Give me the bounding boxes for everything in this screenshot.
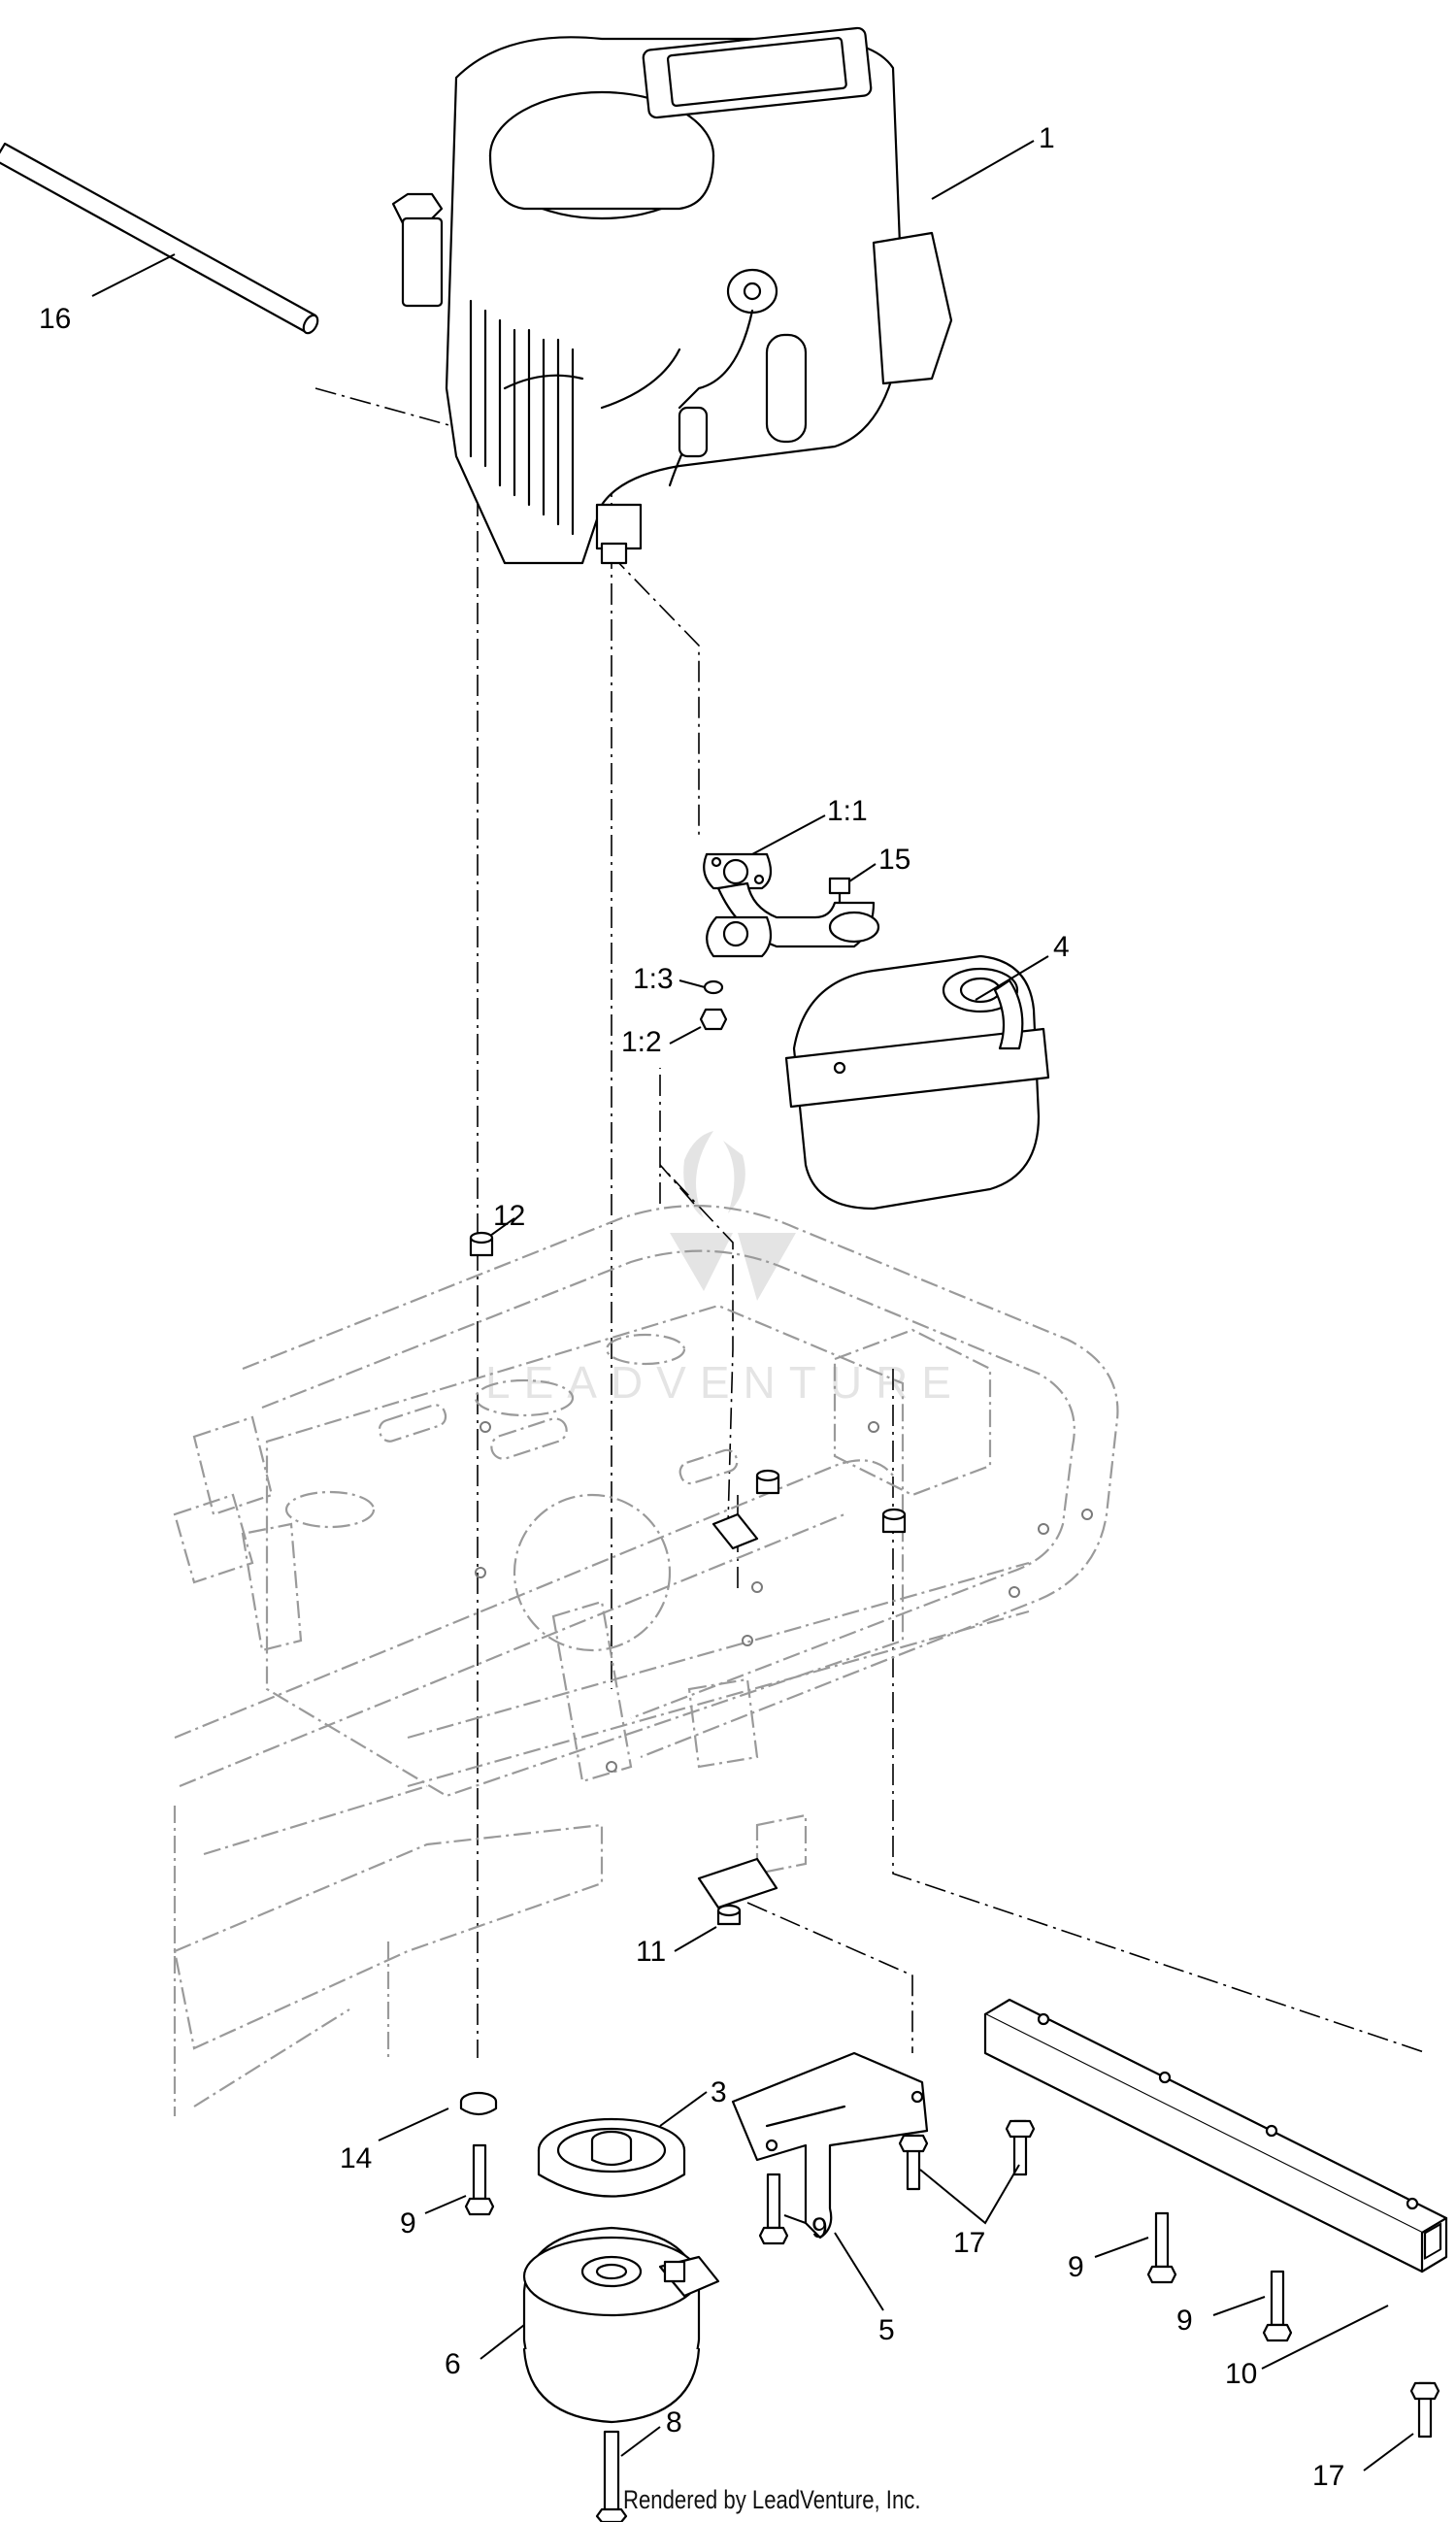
- engine-nut: [755, 1469, 907, 1534]
- muffler-bracket: [711, 1512, 759, 1550]
- callout-4: 4: [1053, 931, 1070, 963]
- bolt-17-crossbar: [1409, 2381, 1440, 2439]
- bolt-9-left: [464, 2143, 495, 2216]
- callout-14: 14: [340, 2142, 372, 2174]
- exhaust-gasket: [703, 852, 773, 890]
- pto-clutch: [522, 2226, 720, 2424]
- bolt-9-bracket: [758, 2173, 789, 2245]
- cross-tube: [983, 1998, 1448, 2273]
- callout-8: 8: [666, 2406, 682, 2439]
- callout-9-bracket: 9: [811, 2212, 828, 2244]
- callout-1-2: 1:2: [621, 1026, 662, 1058]
- callout-11: 11: [636, 1936, 666, 1968]
- callout-17-bracket: 17: [953, 2227, 985, 2259]
- chassis-frame: [173, 1205, 1119, 2116]
- callout-5: 5: [878, 2314, 895, 2346]
- spacer-14: [459, 2091, 498, 2116]
- callout-10: 10: [1225, 2358, 1257, 2390]
- exhaust-nut: [699, 1008, 728, 1031]
- callout-15: 15: [878, 844, 910, 876]
- bolt-17-bracket-b: [1005, 2119, 1036, 2176]
- callout-1: 1: [1039, 122, 1055, 154]
- callout-9-crossbar-a: 9: [1068, 2251, 1084, 2283]
- clutch-bracket: [731, 2051, 929, 2240]
- callout-9-left: 9: [400, 2207, 416, 2240]
- callout-1-1: 1:1: [827, 795, 868, 827]
- bolt-9-crossbar-b: [1262, 2270, 1293, 2342]
- watermark-text: LEADVENTURE: [485, 1357, 965, 1408]
- lock-washer: [703, 979, 724, 995]
- callout-9-crossbar-b: 9: [1176, 2305, 1193, 2337]
- muffler: [706, 881, 1050, 1211]
- callout-3: 3: [711, 2076, 727, 2108]
- breather-tube: [0, 142, 319, 335]
- callout-17-crossbar: 17: [1312, 2460, 1344, 2492]
- engine: [391, 26, 953, 565]
- bolt-17-bracket: [898, 2134, 929, 2191]
- alignment-lines: [314, 387, 1428, 2058]
- pulley: [537, 2117, 686, 2198]
- clutch-bolt: [595, 2430, 628, 2522]
- engine-nut-12: [469, 1231, 494, 1257]
- under-frame-plate: [697, 1857, 778, 1909]
- leadventure-watermark: LEADVENTURE: [485, 1131, 965, 1408]
- callout-1-3: 1:3: [633, 963, 674, 995]
- bolt-9-crossbar-a: [1146, 2211, 1177, 2284]
- render-credit: Rendered by LeadVenture, Inc.: [623, 2485, 921, 2514]
- callout-16: 16: [39, 303, 71, 335]
- callouts: 1 1:1 1:2 1:3 3 4 5 6 8 9 9 9 9 10 11 12: [39, 122, 1414, 2492]
- callout-6: 6: [445, 2348, 461, 2380]
- callout-12: 12: [493, 1200, 525, 1232]
- nut-11: [716, 1904, 742, 1926]
